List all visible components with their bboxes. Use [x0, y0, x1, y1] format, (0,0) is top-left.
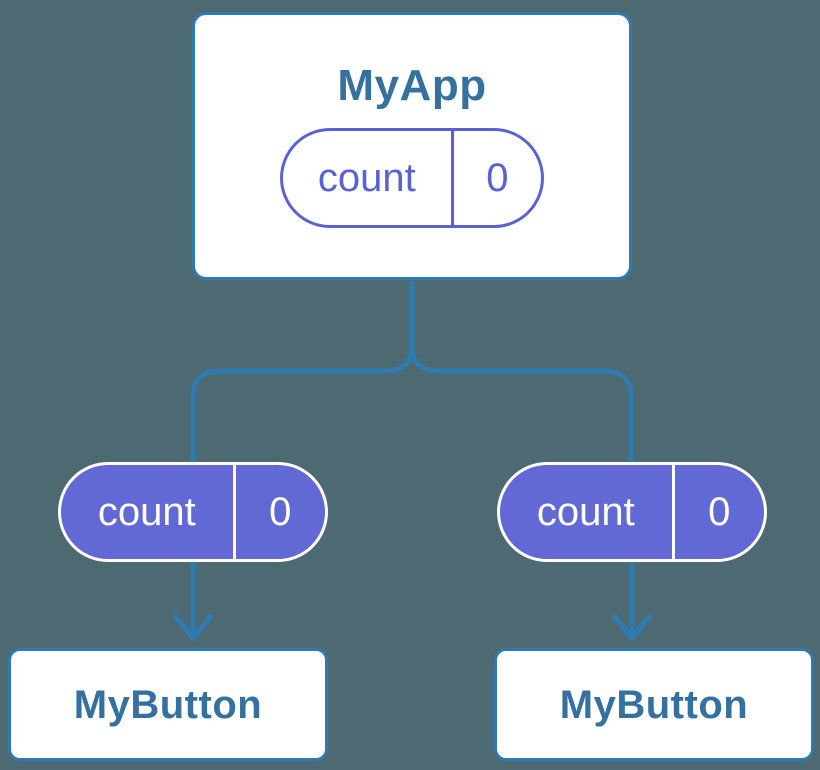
prop-pill-left: count 0 — [58, 462, 328, 562]
state-pill-myapp-value: 0 — [486, 156, 509, 200]
node-myapp: MyApp count 0 — [192, 12, 632, 280]
tree-edge-right — [409, 281, 634, 462]
tree-edge-left — [190, 281, 415, 462]
prop-pill-right-value: 0 — [708, 490, 731, 534]
node-mybutton-right: MyButton — [494, 648, 814, 761]
state-pill-myapp: count 0 — [280, 128, 544, 228]
arrow-down-left-icon — [173, 562, 213, 641]
node-mybutton-left: MyButton — [8, 648, 328, 761]
prop-pill-right-key: count — [500, 465, 675, 559]
prop-pill-left-value: 0 — [269, 490, 292, 534]
prop-pill-right: count 0 — [497, 462, 767, 562]
state-pill-myapp-key: count — [283, 131, 454, 225]
prop-pill-left-key: count — [61, 465, 236, 559]
node-myapp-title: MyApp — [337, 61, 487, 110]
node-mybutton-right-title: MyButton — [559, 682, 749, 727]
arrow-down-right-icon — [612, 562, 652, 641]
node-mybutton-left-title: MyButton — [73, 682, 263, 727]
